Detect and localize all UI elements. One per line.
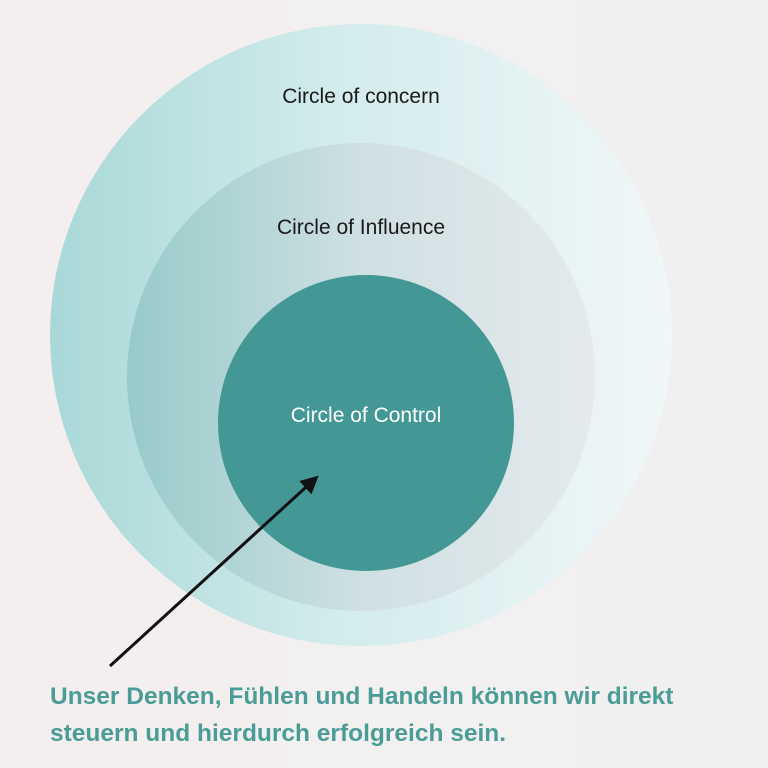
circle-of-control [218, 275, 514, 571]
circle-of-influence-label: Circle of Influence [277, 216, 445, 239]
pointer-arrow [108, 475, 319, 668]
caption-line-2: steuern und hierdurch erfolgreich sein. [50, 720, 507, 747]
caption-text: Unser Denken, Fühlen und Handeln können … [50, 678, 750, 752]
circle-of-control-label: Circle of Control [291, 404, 442, 427]
caption-line-1: Unser Denken, Fühlen und Handeln können … [50, 683, 674, 710]
circle-of-concern-label: Circle of concern [282, 85, 440, 108]
